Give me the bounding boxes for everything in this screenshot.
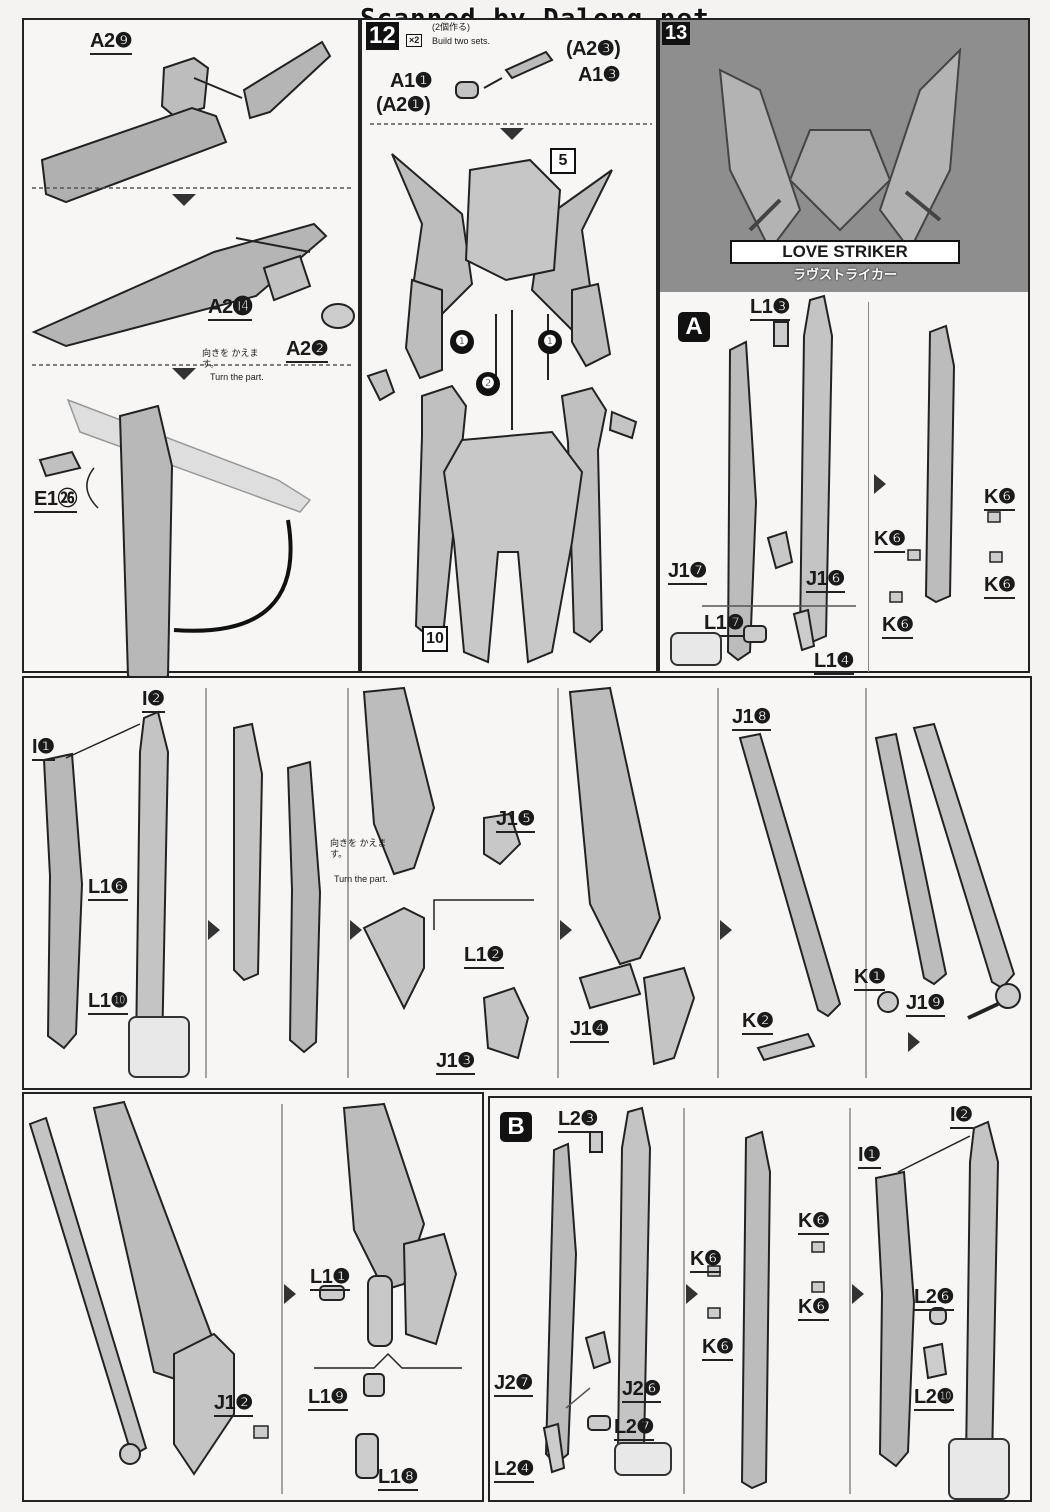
part-label: J1❼	[668, 560, 707, 585]
part-label: I❷	[142, 688, 165, 713]
part-label: K❻	[690, 1248, 722, 1273]
part-label: L1❷	[464, 944, 504, 969]
part-label: J1❸	[436, 1050, 475, 1075]
part-label: K❻	[702, 1336, 734, 1361]
part-label: (A2❶)	[376, 94, 431, 116]
love-striker-preview: 13 LOVE STRIKER ラヴストライカー	[660, 20, 1028, 292]
right-arrow-icon	[560, 920, 572, 940]
section-badge-b: B	[500, 1112, 532, 1142]
part-label: K❻	[882, 614, 914, 639]
sets-icon: ×2	[406, 34, 423, 47]
banner-en: LOVE STRIKER	[730, 240, 960, 264]
part-label: L1❸	[750, 296, 790, 321]
part-label: K❷	[742, 1010, 774, 1035]
part-label: K❻	[984, 486, 1016, 511]
part-label: I❶	[858, 1144, 881, 1169]
right-arrow-icon	[350, 920, 362, 940]
hint-icon	[948, 1438, 1010, 1500]
part-label: L1❿	[88, 990, 128, 1015]
order-marker: ❷	[476, 372, 500, 396]
ref-step-box: 5	[550, 148, 576, 174]
ref-step-box: 10	[422, 626, 448, 652]
order-marker: ❶	[450, 330, 474, 354]
panel-bottom-left: J1❷ L1❶ L1❾ L1❽	[22, 1092, 484, 1502]
panel-step-13: 13 LOVE STRIKER ラヴストライカー A L1❸ J1❼ J1❻ L…	[658, 18, 1030, 675]
wing-sub-assembly-illustration	[31, 40, 355, 688]
part-label: J1❺	[496, 808, 535, 833]
section-b-illustration	[542, 1106, 1000, 1494]
hint-icon	[670, 632, 722, 666]
part-label: L2❸	[558, 1108, 598, 1133]
part-label: A1❶	[390, 70, 433, 92]
part-label: L1❹	[814, 650, 854, 675]
panel-step-12: 12 (2個作る) ×2 Build two sets. (A2❸) A1❶ A…	[360, 18, 658, 673]
right-arrow-icon	[874, 474, 886, 494]
part-label: L1❾	[308, 1386, 348, 1411]
right-arrow-icon	[908, 1032, 920, 1052]
part-label: (A2❸)	[566, 38, 621, 60]
part-label: I❶	[32, 736, 55, 761]
love-striker-banner: LOVE STRIKER ラヴストライカー	[730, 240, 960, 283]
wing-assembly-sequence-illustration	[42, 686, 1021, 1078]
part-label: I❷	[950, 1104, 973, 1129]
part-label: K❶	[854, 966, 886, 991]
panel-top-left: A2❾ A2⓮ A2❷ 向きを かえます。 Turn the part. E1㉖	[22, 18, 360, 688]
part-label: K❻	[798, 1210, 830, 1235]
turn-note-jp: 向きを かえます。	[202, 348, 259, 369]
down-arrow-icon	[500, 128, 524, 140]
part-label: J1❽	[732, 706, 771, 731]
part-label: K❻	[984, 574, 1016, 599]
part-label: A1❸	[578, 64, 621, 86]
part-label: K❻	[798, 1296, 830, 1321]
right-arrow-icon	[284, 1284, 296, 1304]
panel-middle-row: I❶ I❷ L1❻ L1❿ 向きを かえます。 Turn the part. J…	[22, 676, 1032, 1090]
right-arrow-icon	[686, 1284, 698, 1304]
part-label: J1❹	[570, 1018, 609, 1043]
part-label: L2❹	[494, 1458, 534, 1483]
divider	[868, 302, 869, 672]
panel-section-b: B L2❸ J2❼ J2❻ L2❼ L2❹ K❻ K❻ K❻ K❻ I❶ I❷ …	[488, 1096, 1032, 1502]
part-label: A2❾	[90, 30, 133, 55]
section-a-illustration	[702, 294, 1003, 662]
sets-note-en: Build two sets.	[432, 36, 491, 46]
part-label: J1❻	[806, 568, 845, 593]
mobile-suit-assembly-illustration	[366, 50, 652, 664]
order-marker: ❶	[538, 330, 562, 354]
part-label: E1㉖	[34, 482, 77, 513]
right-arrow-icon	[720, 920, 732, 940]
part-label: L1❽	[378, 1466, 418, 1491]
down-arrow-icon	[172, 368, 196, 380]
step-number: 13	[662, 22, 691, 45]
part-label: J2❻	[622, 1378, 661, 1403]
turn-note-en: Turn the part.	[210, 372, 264, 382]
part-label: A2⓮	[208, 290, 253, 321]
banner-jp: ラヴストライカー	[792, 267, 897, 282]
part-label: L1❻	[88, 876, 128, 901]
hint-icon	[614, 1442, 672, 1476]
part-label: L2❿	[914, 1386, 954, 1411]
right-arrow-icon	[208, 920, 220, 940]
right-arrow-icon	[852, 1284, 864, 1304]
part-label: L1❼	[704, 612, 744, 637]
love-striker-illustration	[718, 47, 962, 252]
sets-note-jp: (2個作る)	[432, 22, 470, 32]
turn-note-en: Turn the part.	[334, 874, 388, 884]
part-label: A2❷	[286, 338, 329, 363]
hint-icon	[128, 1016, 190, 1078]
part-label: J1❾	[906, 992, 945, 1017]
turn-note-jp: 向きを かえます。	[330, 838, 387, 859]
part-label: J2❼	[494, 1372, 533, 1397]
wing-joint-assembly-illustration	[28, 1100, 462, 1494]
down-arrow-icon	[172, 194, 196, 206]
step-number: 12	[366, 22, 399, 50]
part-label: L2❼	[614, 1416, 654, 1441]
section-badge-a: A	[678, 312, 710, 342]
part-label: L1❶	[310, 1266, 350, 1291]
part-label: J1❷	[214, 1392, 253, 1417]
part-label: K❻	[874, 528, 906, 553]
part-label: L2❻	[914, 1286, 954, 1311]
